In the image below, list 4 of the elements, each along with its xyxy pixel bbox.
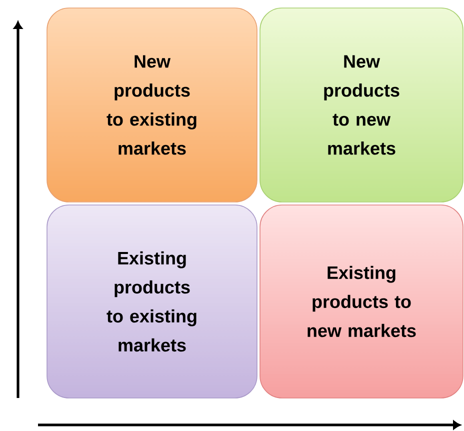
quadrant-box: New products to new markets: [260, 8, 464, 202]
quadrant-box: New products to existing markets: [46, 8, 258, 202]
quadrant-box: Existing products to existing markets: [46, 204, 258, 398]
quadrant-box: Existing products to new markets: [260, 204, 464, 398]
